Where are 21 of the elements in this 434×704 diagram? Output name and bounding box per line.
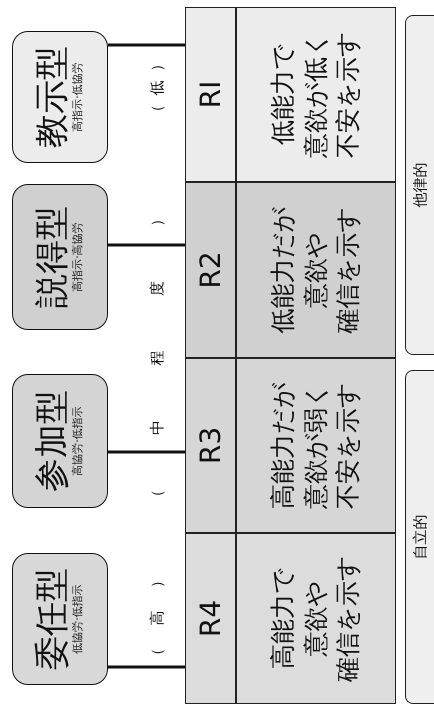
stage-cell: R4 — [185, 533, 236, 704]
style-box: 参加型 高協労·低指示 — [12, 374, 108, 508]
stage-cell: R3 — [185, 358, 236, 533]
connector-line — [108, 44, 185, 46]
style-box: 教示型 高指示·低協労 — [12, 31, 108, 163]
connector-line — [108, 450, 185, 454]
description-cell: 高能力だが意欲が弱く不安を示す — [236, 358, 396, 533]
style-box: 委任型 低協労·低指示 — [12, 553, 108, 685]
connector-line — [108, 244, 185, 246]
description-cell: 低能力で意欲が低く不安を示す — [236, 7, 396, 182]
stage-cell: RI — [185, 7, 236, 182]
tab-box: 他律的 — [405, 15, 434, 355]
level-label: （低） — [148, 52, 167, 122]
description-cell: 低能力だが意欲や確信を示す — [236, 182, 396, 358]
tab-box: 自立的 — [405, 370, 434, 704]
connector-line — [108, 666, 185, 668]
style-box: 説得型 高指示·高協労 — [12, 184, 108, 330]
level-label: （高） — [148, 562, 167, 665]
description-cell: 高能力で意欲や確信を示す — [236, 533, 396, 704]
level-label: （中程度） — [148, 184, 167, 507]
stage-cell: R2 — [185, 182, 236, 358]
